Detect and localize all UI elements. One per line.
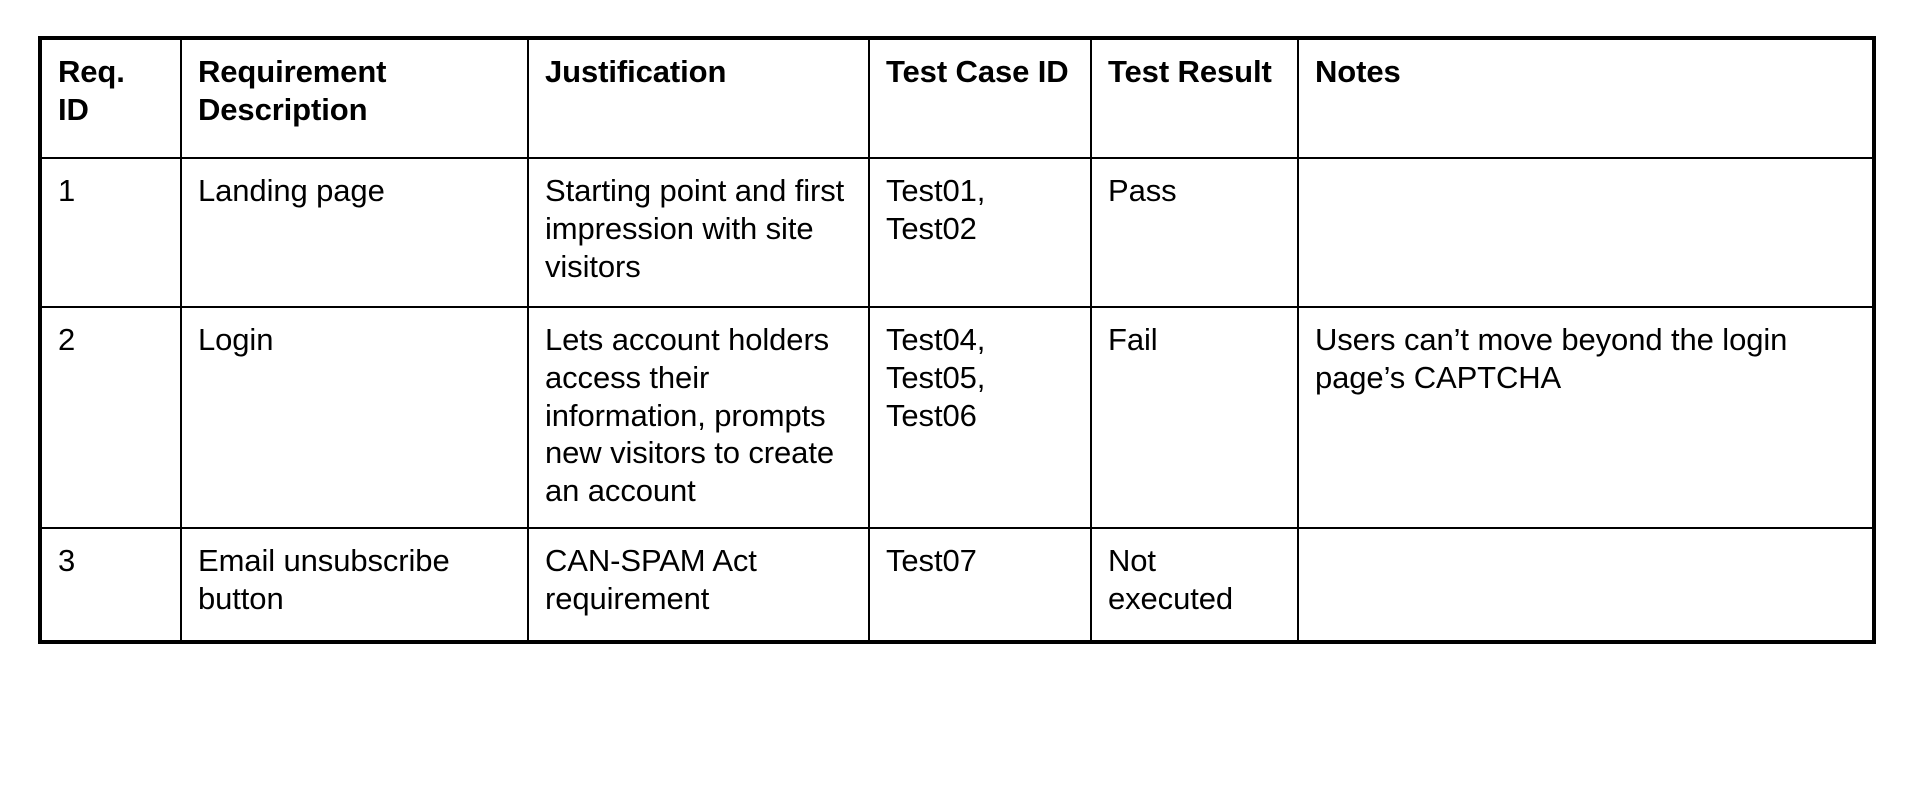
cell-requirement-description: Landing page <box>180 157 529 308</box>
column-header-justification-label: Justification <box>545 54 727 89</box>
cell-req-id: 3 <box>39 527 182 643</box>
column-header-test-result-label: Test Result <box>1108 54 1272 89</box>
cell-notes-value: Users can’t move beyond the login page’s… <box>1315 322 1788 395</box>
cell-test-result-value: Not executed <box>1108 543 1234 616</box>
cell-test-case-id-value: Test01, Test02 <box>886 173 986 246</box>
cell-req-id-value: 3 <box>58 543 76 578</box>
cell-notes <box>1297 527 1875 643</box>
cell-notes: Users can’t move beyond the login page’s… <box>1297 306 1875 529</box>
column-header-req-id: Req. ID <box>39 37 182 159</box>
requirements-traceability-table-wrapper: Req. ID Requirement Description Justific… <box>38 36 1876 644</box>
cell-justification: Starting point and first impression with… <box>527 157 870 308</box>
cell-justification-value: Starting point and first impression with… <box>545 173 845 284</box>
cell-requirement-description: Login <box>180 306 529 529</box>
table-header-row: Req. ID Requirement Description Justific… <box>39 37 1875 159</box>
table-header: Req. ID Requirement Description Justific… <box>39 37 1875 159</box>
cell-test-case-id: Test01, Test02 <box>868 157 1092 308</box>
table-row: 1 Landing page Starting point and first … <box>39 157 1875 308</box>
cell-requirement-description-value: Login <box>198 322 274 357</box>
table-body: 1 Landing page Starting point and first … <box>39 157 1875 643</box>
cell-test-result: Fail <box>1090 306 1299 529</box>
cell-req-id-value: 1 <box>58 173 76 208</box>
requirements-traceability-table: Req. ID Requirement Description Justific… <box>38 36 1876 644</box>
column-header-notes: Notes <box>1297 37 1875 159</box>
cell-test-result-value: Fail <box>1108 322 1158 357</box>
column-header-requirement-description-label: Requirement Description <box>198 54 387 127</box>
cell-justification: Lets account holders access their inform… <box>527 306 870 529</box>
cell-test-result-value: Pass <box>1108 173 1177 208</box>
cell-test-case-id-value: Test07 <box>886 543 977 578</box>
column-header-notes-label: Notes <box>1315 54 1401 89</box>
cell-requirement-description-value: Landing page <box>198 173 385 208</box>
table-row: 3 Email unsubscribe button CAN-SPAM Act … <box>39 527 1875 643</box>
cell-requirement-description-value: Email unsubscribe button <box>198 543 450 616</box>
cell-test-case-id: Test07 <box>868 527 1092 643</box>
column-header-test-case-id-label: Test Case ID <box>886 54 1069 89</box>
column-header-req-id-label: Req. ID <box>58 54 125 127</box>
cell-justification-value: Lets account holders access their inform… <box>545 322 834 509</box>
column-header-requirement-description: Requirement Description <box>180 37 529 159</box>
cell-test-result: Not executed <box>1090 527 1299 643</box>
cell-test-case-id-value: Test04, Test05, Test06 <box>886 322 986 433</box>
cell-test-case-id: Test04, Test05, Test06 <box>868 306 1092 529</box>
cell-justification: CAN-SPAM Act requirement <box>527 527 870 643</box>
cell-req-id: 2 <box>39 306 182 529</box>
cell-test-result: Pass <box>1090 157 1299 308</box>
cell-req-id: 1 <box>39 157 182 308</box>
column-header-test-result: Test Result <box>1090 37 1299 159</box>
cell-justification-value: CAN-SPAM Act requirement <box>545 543 757 616</box>
cell-notes <box>1297 157 1875 308</box>
cell-requirement-description: Email unsubscribe button <box>180 527 529 643</box>
table-row: 2 Login Lets account holders access thei… <box>39 306 1875 529</box>
column-header-justification: Justification <box>527 37 870 159</box>
column-header-test-case-id: Test Case ID <box>868 37 1092 159</box>
cell-req-id-value: 2 <box>58 322 76 357</box>
